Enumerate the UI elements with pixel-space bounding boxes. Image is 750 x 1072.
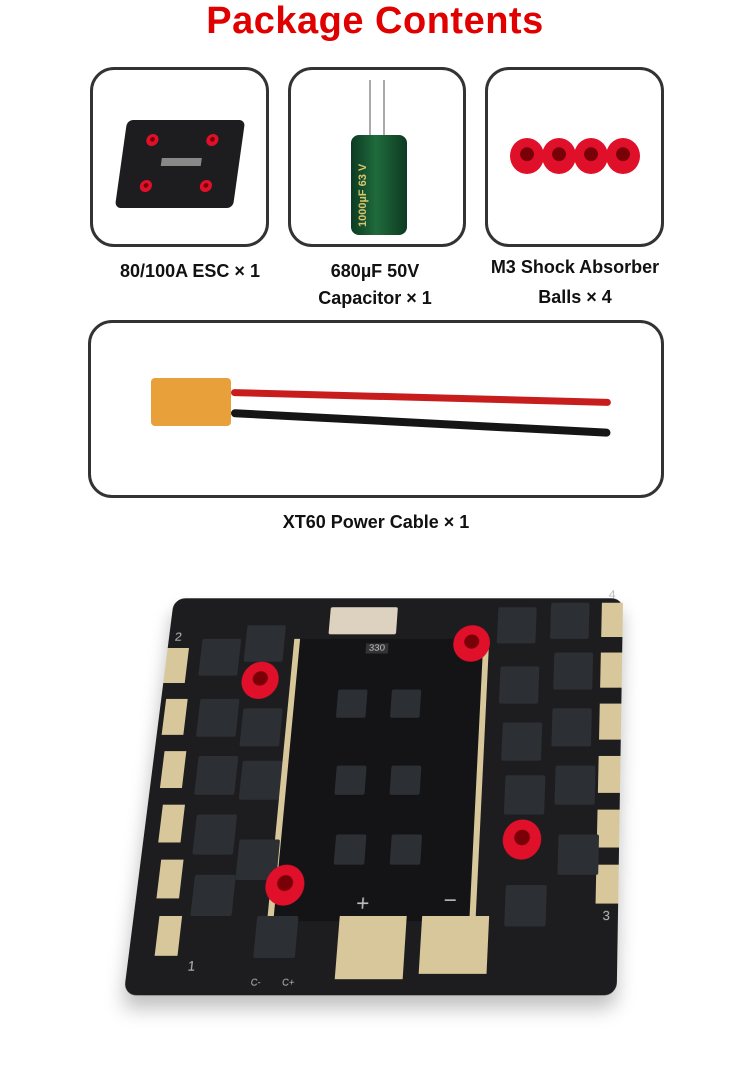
capacitor-caption-line1: 680µF 50V [275, 257, 475, 285]
capacitor-item-box: 1000µF 63 V [288, 67, 466, 247]
cable-caption: XT60 Power Cable × 1 [88, 508, 664, 536]
c-plus-label: C+ [282, 977, 295, 988]
capacitor-caption-line2: Capacitor × 1 [275, 284, 475, 312]
esc-thumbnail [115, 120, 245, 208]
shock-ball-on-board [240, 662, 281, 699]
esc-item-box [90, 67, 269, 247]
motor-3-label: 3 [602, 908, 610, 924]
balls-caption-line2: Balls × 4 [465, 283, 685, 311]
red-wire [231, 389, 611, 406]
shock-ball-image [574, 138, 608, 174]
c-minus-label: C- [250, 977, 261, 988]
motor-1-label: 1 [187, 958, 196, 974]
motor-2-label: 2 [174, 630, 183, 644]
esc-board-photo: 330 2 4 3 1 + − C- C+ [124, 598, 623, 995]
capacitor-value-print: 1000µF [357, 189, 369, 227]
xt60-connector-image [151, 378, 231, 426]
power-pad-plus [335, 916, 407, 979]
shock-ball-image [510, 138, 544, 174]
power-pad-minus [419, 916, 489, 974]
page-title: Package Contents [0, 0, 750, 43]
minus-label: − [443, 887, 458, 914]
capacitor-thumbnail: 1000µF 63 V [351, 135, 407, 235]
shock-ball-on-board [502, 820, 542, 860]
inductor-label: 330 [366, 643, 389, 653]
cable-item-box [88, 320, 664, 498]
connector [328, 607, 397, 634]
motor-4-label: 4 [609, 588, 616, 601]
esc-caption: 80/100A ESC × 1 [90, 257, 290, 285]
balls-caption-line1: M3 Shock Absorber [465, 253, 685, 281]
capacitor-voltage-print: 63 V [357, 164, 369, 187]
black-wire [231, 409, 611, 437]
shock-ball-image [606, 138, 640, 174]
balls-item-box [485, 67, 664, 247]
plus-label: + [355, 890, 370, 917]
shock-ball-image [542, 138, 576, 174]
